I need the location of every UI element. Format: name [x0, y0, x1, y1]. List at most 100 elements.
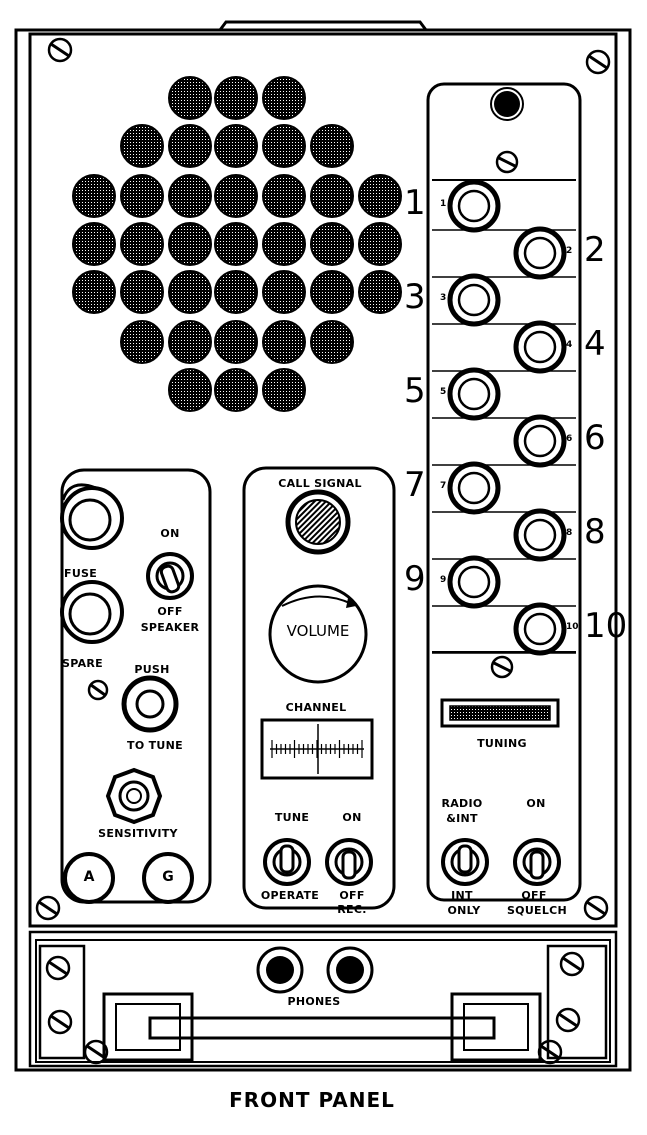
grille-hole — [168, 270, 212, 314]
grille-hole — [120, 222, 164, 266]
screw — [47, 37, 73, 63]
grille-hole — [358, 174, 402, 218]
channel-button-10[interactable] — [513, 602, 567, 656]
channel-button-6[interactable] — [513, 414, 567, 468]
to-tune-label: TO TUNE — [127, 739, 183, 752]
grille-hole — [120, 174, 164, 218]
grille-hole — [310, 124, 354, 168]
channel-button-9[interactable] — [447, 555, 501, 609]
channel-number-7: 7 — [404, 465, 426, 505]
squelch-on-label: ON — [526, 797, 546, 810]
channel-number-3: 3 — [404, 277, 426, 317]
grille-hole — [72, 222, 116, 266]
volume-label[interactable]: VOLUME — [286, 622, 350, 640]
grille-hole — [214, 76, 258, 120]
channel-number-1: 1 — [404, 183, 426, 223]
center-subpanel — [242, 466, 396, 910]
grille-hole — [310, 320, 354, 364]
grille-hole — [168, 222, 212, 266]
on-label: ON — [342, 811, 362, 824]
channel-number-8: 8 — [584, 512, 606, 552]
channel-number-9: 9 — [404, 559, 426, 599]
grille-hole — [262, 124, 306, 168]
int-only-label-1: INT — [451, 889, 473, 902]
speaker-on-label: ON — [160, 527, 180, 540]
screw — [47, 1009, 73, 1035]
grille-hole — [358, 222, 402, 266]
grille-hole — [214, 174, 258, 218]
sensitivity-label: SENSITIVITY — [98, 827, 178, 840]
spare-label: SPARE — [62, 657, 103, 670]
channel-button-2[interactable] — [513, 226, 567, 280]
channel-button-7[interactable] — [447, 461, 501, 515]
channel-number-small-1: 1 — [440, 199, 447, 209]
channel-number-small-10: 10 — [566, 622, 579, 632]
grille-hole — [214, 320, 258, 364]
speaker-off-label: OFF — [157, 605, 183, 618]
channel-button-4[interactable] — [513, 320, 567, 374]
grille-hole — [120, 320, 164, 364]
grille-hole — [168, 320, 212, 364]
grille-hole — [358, 270, 402, 314]
grille-hole — [310, 174, 354, 218]
channel-button-5[interactable] — [447, 367, 501, 421]
screw — [585, 49, 611, 75]
grille-hole — [310, 222, 354, 266]
channel-button-1[interactable] — [447, 179, 501, 233]
channel-number-small-2: 2 — [566, 246, 573, 256]
grille-hole — [310, 270, 354, 314]
grille-hole — [120, 270, 164, 314]
radio-int-label-1: RADIO — [441, 797, 483, 810]
grille-hole — [168, 174, 212, 218]
screw — [45, 955, 71, 981]
channel-number-small-5: 5 — [440, 387, 447, 397]
channel-number-small-3: 3 — [440, 293, 447, 303]
channel-number-6: 6 — [584, 418, 606, 458]
channel-number-2: 2 — [584, 230, 606, 270]
screw — [583, 895, 609, 921]
screw — [537, 1039, 563, 1065]
push-label: PUSH — [134, 663, 170, 676]
channel-button-3[interactable] — [447, 273, 501, 327]
grille-hole — [214, 222, 258, 266]
channel-button-8[interactable] — [513, 508, 567, 562]
grille-hole — [120, 124, 164, 168]
grille-hole — [168, 76, 212, 120]
channel-number-4: 4 — [584, 324, 606, 364]
housing — [14, 20, 632, 1072]
caption: FRONT PANEL — [229, 1088, 395, 1112]
grille-hole — [262, 222, 306, 266]
grille-hole — [214, 124, 258, 168]
speaker-grille — [72, 76, 402, 412]
fuse-label: FUSE — [64, 567, 98, 580]
channel-number-small-7: 7 — [440, 481, 447, 491]
grille-hole — [262, 270, 306, 314]
channel-number-small-9: 9 — [440, 575, 447, 585]
grille-hole — [168, 124, 212, 168]
off-label: OFF — [339, 889, 365, 902]
grille-hole — [262, 320, 306, 364]
grille-hole — [214, 270, 258, 314]
grille-hole — [262, 76, 306, 120]
channel-number-10: 10 — [584, 606, 628, 646]
tuning-label: TUNING — [477, 737, 527, 750]
operate-label: OPERATE — [260, 889, 320, 902]
tune-label: TUNE — [274, 811, 310, 824]
rec-label: REC. — [337, 903, 367, 916]
screw — [555, 1007, 581, 1033]
screw — [35, 895, 61, 921]
right-subpanel — [426, 82, 582, 902]
grille-hole — [262, 368, 306, 412]
channel-number-small-6: 6 — [566, 434, 573, 444]
squelch-off-label: OFF — [521, 889, 547, 902]
radio-int-label-2: &INT — [446, 812, 478, 825]
squelch-label: SQUELCH — [506, 904, 568, 917]
channel-number-5: 5 — [404, 371, 426, 411]
grille-hole — [168, 368, 212, 412]
knob-g-label[interactable]: G — [162, 869, 174, 885]
phones-handle-section — [35, 939, 611, 1063]
knob-a-label[interactable]: A — [83, 869, 95, 885]
screw — [559, 951, 585, 977]
grille-hole — [214, 368, 258, 412]
